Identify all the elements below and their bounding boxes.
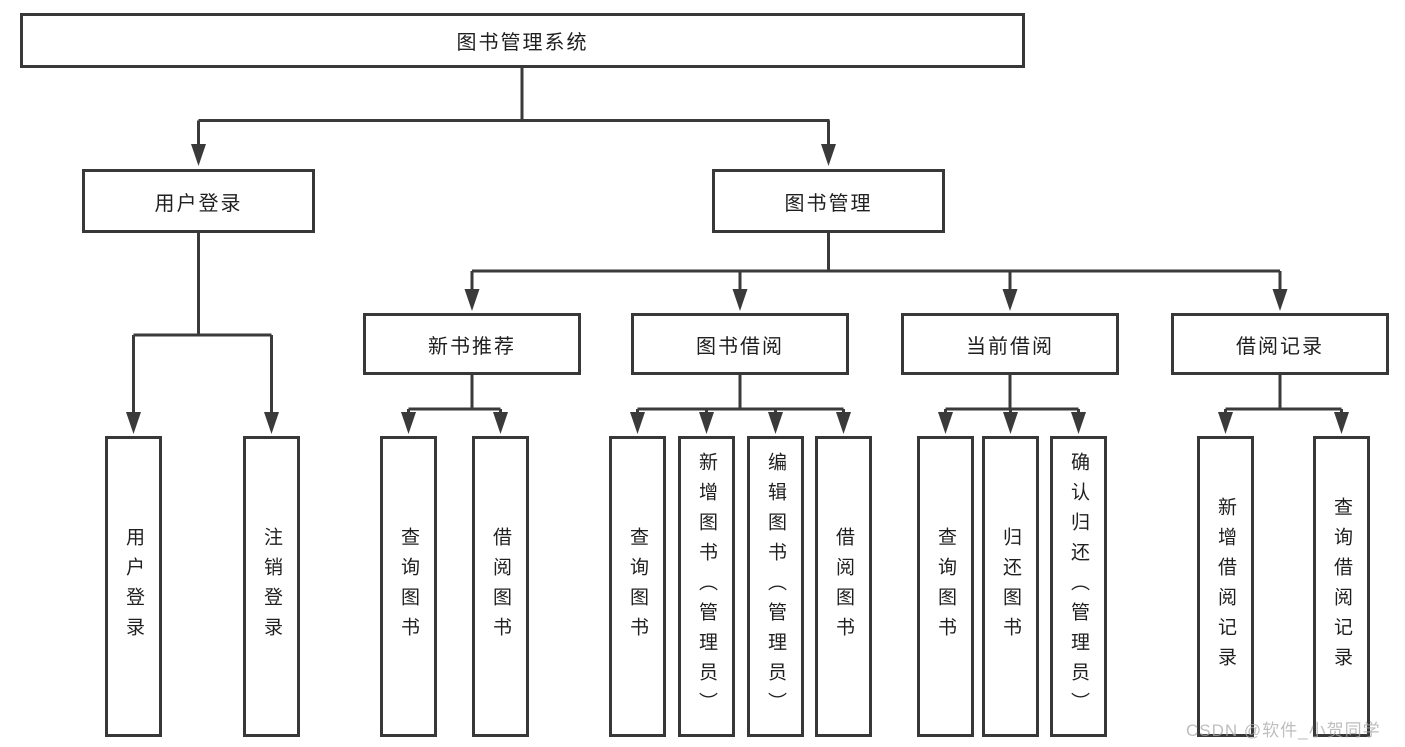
node-label: 图书借阅 [696,335,784,358]
watermark: CSDN @软件_小贺同学 [1186,721,1381,740]
edge-new-book-branch [407,375,502,414]
node-leaf-add-borrow-record: 新增借阅记录 [1197,436,1254,737]
node-label: 用户登录 [123,526,144,647]
node-label: 查询图书 [935,526,956,647]
node-label: 新书推荐 [428,335,516,358]
node-label: 新增图书（管理员） [696,451,717,722]
node-label: 编辑图书（管理员） [765,451,786,722]
node-label: 归还图书 [1000,526,1021,647]
node-leaf-query-books-borrow: 查询图书 [609,436,666,737]
edge-root-to-level2 [197,68,830,146]
node-leaf-borrow-books-recommend: 借阅图书 [472,436,529,737]
node-current-borrow: 当前借阅 [901,313,1119,375]
node-label: 新增借阅记录 [1215,496,1236,677]
node-leaf-confirm-return-admin: 确认归还（管理员） [1050,436,1107,737]
edge-current-borrow-branch [944,375,1080,414]
node-user-login-module: 用户登录 [82,169,315,233]
node-label: 用户登录 [154,192,243,215]
node-book-borrow: 图书借阅 [631,313,849,375]
node-label: 确认归还（管理员） [1068,451,1089,722]
node-leaf-user-login: 用户登录 [105,436,162,737]
node-label: 注销登录 [261,526,282,647]
node-new-book-recommend: 新书推荐 [363,313,581,375]
node-leaf-add-books-admin: 新增图书（管理员） [678,436,735,737]
node-label: 查询图书 [627,526,648,647]
edge-book-borrow-branch [636,375,845,414]
edge-user-login-branch [132,233,273,414]
node-label: 借阅图书 [833,526,854,647]
node-leaf-borrow-books: 借阅图书 [815,436,872,737]
node-leaf-edit-books-admin: 编辑图书（管理员） [747,436,804,737]
edge-borrow-records-branch [1224,375,1343,414]
node-leaf-logout: 注销登录 [243,436,300,737]
node-label: 查询图书 [398,526,419,647]
node-leaf-query-borrow-record: 查询借阅记录 [1313,436,1370,737]
node-root-system: 图书管理系统 [20,13,1025,68]
node-leaf-query-books-current: 查询图书 [917,436,974,737]
edge-book-management-branch [470,233,1282,291]
node-label: 图书管理系统 [456,32,589,54]
node-borrow-records: 借阅记录 [1171,313,1389,375]
node-leaf-query-books-recommend: 查询图书 [380,436,437,737]
node-label: 借阅图书 [490,526,511,647]
node-leaf-return-books: 归还图书 [982,436,1039,737]
node-label: 图书管理 [784,192,873,215]
node-label: 查询借阅记录 [1331,496,1352,677]
node-label: 借阅记录 [1236,335,1324,358]
node-label: 当前借阅 [966,335,1054,358]
node-book-management-module: 图书管理 [712,169,945,233]
